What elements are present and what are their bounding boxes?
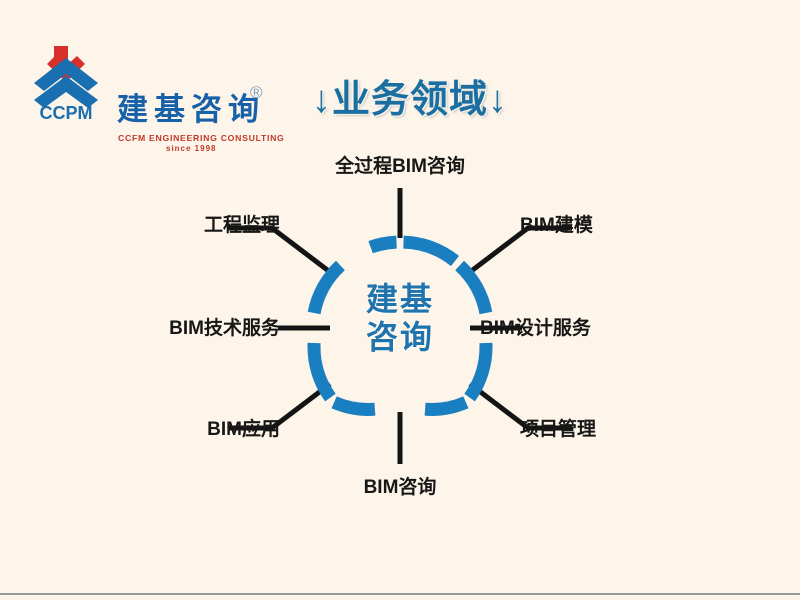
connector-bottom-right xyxy=(468,382,572,431)
ring-segment-1 xyxy=(368,235,397,254)
node-label-top-left[interactable]: 工程监理 xyxy=(203,215,280,236)
ring-segment-4 xyxy=(464,342,493,402)
logo-wordmark: CCPM xyxy=(40,103,93,120)
brand-name-cn: 建基咨询 xyxy=(117,92,265,127)
node-label-right[interactable]: BIM设计服务 xyxy=(480,318,591,339)
ring-segment-8 xyxy=(307,260,345,315)
brand-since-text: since 1998 xyxy=(166,144,217,153)
ring-segment-3 xyxy=(455,260,493,315)
blue-dashed-ring xyxy=(307,235,493,416)
brand-logo-block: CCPM ® 建基咨询 CCFM ENGINEERING CONSULTING … xyxy=(22,36,292,153)
diagram-center-label: 建基 咨询 xyxy=(340,281,460,357)
node-label-bottom[interactable]: BIM咨询 xyxy=(363,477,437,498)
connector-lines xyxy=(228,188,572,464)
registered-trademark-icon: ® xyxy=(250,83,263,102)
ring-segment-2 xyxy=(403,235,460,267)
ring-segment-5 xyxy=(424,396,469,416)
connector-bottom-left xyxy=(228,382,332,431)
node-label-bottom-left[interactable]: BIM应用 xyxy=(207,419,280,440)
center-label-line-2: 咨询 xyxy=(365,318,434,355)
node-label-top-right[interactable]: BIM建模 xyxy=(520,215,593,236)
node-label-left[interactable]: BIM技术服务 xyxy=(169,318,280,339)
node-label-bottom-right[interactable]: 项目管理 xyxy=(520,419,597,440)
node-label-top[interactable]: 全过程BIM咨询 xyxy=(335,156,465,177)
brand-name-en: CCFM ENGINEERING CONSULTING xyxy=(118,133,285,143)
ring-segment-7 xyxy=(307,342,336,402)
ring-segment-6 xyxy=(331,396,376,416)
connector-top-right xyxy=(468,225,572,274)
ccpm-chevron-logo-icon: CCPM xyxy=(24,38,108,123)
center-label-line-1: 建基 xyxy=(365,281,434,317)
page-title: ↓业务领域↓ xyxy=(311,79,508,121)
connector-top-left xyxy=(228,225,332,274)
